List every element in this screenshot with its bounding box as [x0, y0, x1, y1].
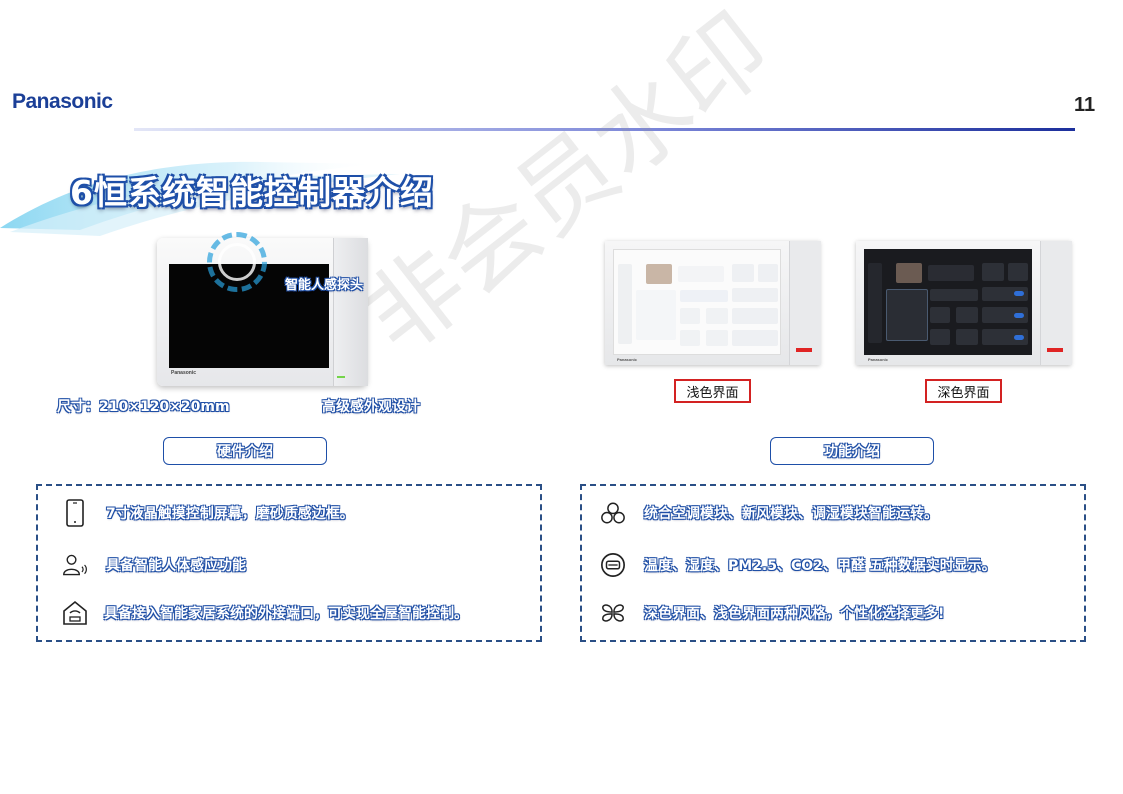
hardware-features-box: 7寸液晶触摸控制屏幕，磨砂质感边框。 具备智能人体感应功能 具备接入智能家居系统…: [36, 484, 542, 642]
light-screen: [613, 249, 781, 355]
size-label: 尺寸：210×120×20mm: [57, 399, 230, 415]
feature-item: 深色界面、浅色界面两种风格，个性化选择更多!: [600, 600, 944, 626]
device-brand: Panasonic: [171, 370, 197, 376]
device-led: [337, 376, 345, 378]
panasonic-logo: Panasonic: [12, 90, 113, 113]
smart-home-icon: [62, 600, 88, 626]
sensor-ring-icon: [207, 232, 267, 292]
sensor-inner-ring: [218, 243, 256, 281]
title-swoosh-decoration: [0, 161, 400, 236]
feature-item: 统合空调模块、新风模块、调湿模块智能运转。: [600, 500, 938, 526]
phone-icon: [62, 499, 88, 527]
style-grid-icon: [600, 600, 626, 626]
feature-item: 7寸液晶触摸控制屏幕，磨砂质感边框。: [62, 499, 354, 527]
feature-item: 温度、湿度、PM2.5、CO2、甲醛 五种数据实时显示。: [600, 552, 996, 578]
header-divider: [134, 128, 1075, 131]
design-label: 高级感外观设计: [322, 399, 420, 415]
controller-device-image: Panasonic: [157, 238, 368, 386]
page-title: 6恒系统智能控制器介绍: [70, 173, 434, 212]
display-data-icon: [600, 552, 626, 578]
device-side-panel: [333, 238, 368, 386]
function-intro-button[interactable]: 功能介绍: [770, 437, 934, 465]
page-number: 11: [1074, 94, 1096, 116]
light-ui-device-image: Panasonic: [605, 241, 821, 365]
hardware-intro-button[interactable]: 硬件介绍: [163, 437, 327, 465]
sensor-label: 智能人感探头: [285, 278, 364, 293]
function-features-box: 统合空调模块、新风模块、调湿模块智能运转。 温度、湿度、PM2.5、CO2、甲醛…: [580, 484, 1086, 642]
feature-item: 具备接入智能家居系统的外接端口，可实现全屋智能控制。: [62, 600, 468, 626]
feature-item: 具备智能人体感应功能: [62, 552, 246, 578]
person-sensing-icon: [62, 552, 88, 578]
dark-ui-device-image: Panasonic: [856, 241, 1072, 365]
dark-ui-label: 深色界面: [925, 379, 1002, 403]
dark-screen: [864, 249, 1032, 355]
modules-icon: [600, 500, 626, 526]
light-ui-label: 浅色界面: [674, 379, 751, 403]
